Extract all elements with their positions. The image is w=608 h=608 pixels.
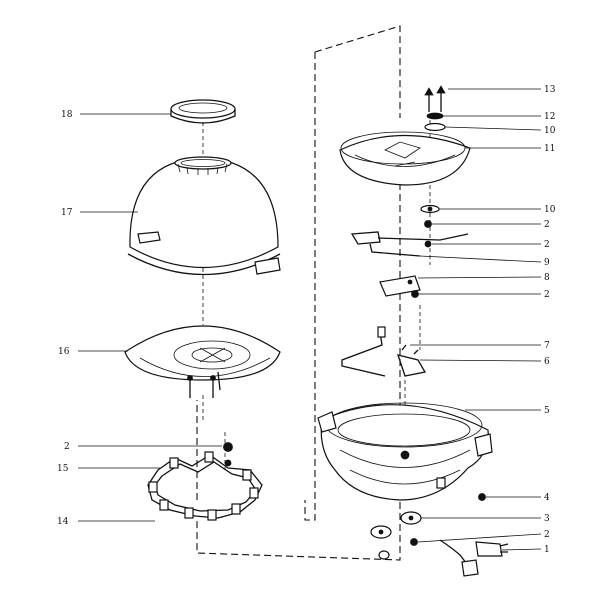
part-housing-5 (317, 402, 493, 501)
part-nut-2e (410, 538, 418, 546)
leader-lines (78, 88, 542, 551)
centerline-left (202, 122, 226, 470)
part-ring-18 (170, 99, 236, 124)
part-nut-4 (478, 493, 486, 501)
callout-2-c: 2 (544, 240, 550, 250)
callout-18: 18 (61, 110, 73, 120)
callout-11: 11 (544, 144, 555, 154)
callout-2-e: 2 (544, 530, 550, 540)
part-washer-10b (420, 204, 440, 214)
callout-13: 13 (544, 85, 556, 95)
callout-2-b: 2 (544, 220, 550, 230)
part-bracket-9 (350, 231, 469, 257)
part-pins-13 (424, 85, 446, 112)
callout-10-lower: 10 (544, 205, 556, 215)
callout-4: 4 (544, 493, 550, 503)
part-washer-12 (426, 112, 444, 120)
callout-15: 15 (57, 464, 69, 474)
callout-5: 5 (544, 406, 550, 416)
assembly-boundary (196, 25, 401, 561)
callout-14: 14 (57, 517, 69, 527)
callout-17: 17 (61, 208, 73, 218)
callout-2-left: 2 (64, 442, 70, 452)
part-plate-8 (379, 275, 421, 297)
callout-2-d: 2 (544, 290, 550, 300)
callout-9: 9 (544, 258, 550, 268)
callout-10-top: 10 (544, 126, 556, 136)
part-dome-17 (127, 156, 281, 276)
part-switch-6 (397, 344, 427, 377)
part-pan-11 (339, 131, 471, 186)
callout-12: 12 (544, 112, 555, 122)
part-nut-2d (411, 290, 419, 298)
part-washer-10a (424, 122, 446, 132)
callout-6: 6 (544, 357, 550, 367)
part-baseplate-16 (124, 325, 281, 398)
callout-7: 7 (544, 341, 550, 351)
part-foot-3 (370, 511, 422, 560)
part-nut-2b (424, 220, 432, 228)
callout-8: 8 (544, 273, 550, 283)
callout-1: 1 (544, 545, 550, 555)
callout-3: 3 (544, 514, 550, 524)
part-cord-1 (439, 539, 509, 577)
part-rod-7 (341, 326, 386, 377)
part-nut-2a (223, 442, 233, 467)
callout-16: 16 (58, 347, 70, 357)
part-coil-14-15 (147, 451, 263, 521)
